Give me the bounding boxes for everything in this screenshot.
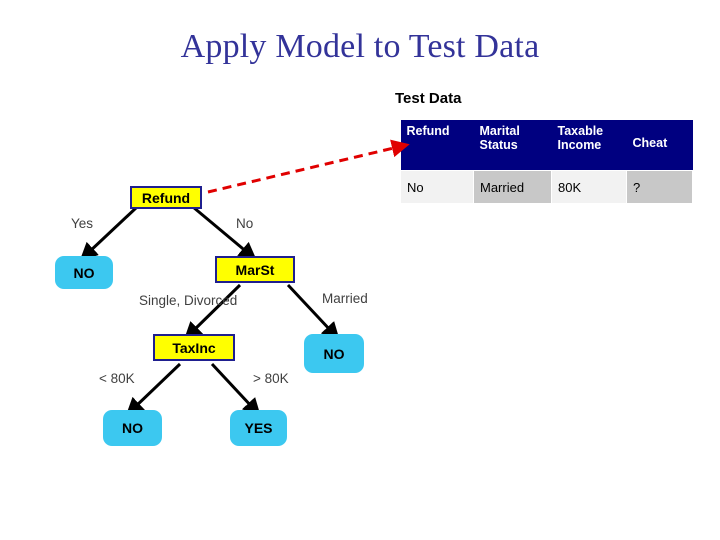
cell-marital-status: Married bbox=[473, 170, 552, 204]
cell-cheat: ? bbox=[626, 170, 693, 204]
tree-node-taxinc-label: TaxInc bbox=[172, 339, 216, 356]
edge-taxinc-lt80k bbox=[125, 362, 182, 416]
edge-label-married: Married bbox=[322, 291, 368, 306]
edge-label-yes: Yes bbox=[71, 216, 94, 231]
tree-leaf-no-refund-yes-label: NO bbox=[73, 264, 95, 281]
edge-label-single-divorced: Single, Divorced bbox=[139, 293, 238, 308]
tree-leaf-no-married-label: NO bbox=[323, 345, 345, 362]
column-header-cheat-line1: Cheat bbox=[632, 135, 668, 150]
column-header-marital-line2: Status bbox=[479, 138, 518, 153]
tree-node-taxinc[interactable]: TaxInc bbox=[153, 334, 235, 361]
edge-refund-yes bbox=[79, 205, 139, 261]
column-header-taxable-income: Taxable Income bbox=[551, 120, 627, 171]
edge-taxinc-gt80k bbox=[210, 362, 261, 417]
tree-node-refund-label: Refund bbox=[141, 189, 191, 206]
red-dashed-arrow bbox=[207, 139, 410, 194]
tree-leaf-no-lt80k[interactable]: NO bbox=[103, 410, 162, 446]
tree-leaf-no-refund-yes[interactable]: NO bbox=[55, 256, 113, 289]
tree-leaf-no-lt80k-label: NO bbox=[122, 420, 143, 436]
page-title: Apply Model to Test Data bbox=[180, 28, 540, 65]
test-data-caption: Test Data bbox=[395, 90, 462, 107]
cell-taxable-income: 80K bbox=[551, 170, 627, 204]
tree-leaf-yes-gt80k[interactable]: YES bbox=[230, 410, 287, 446]
column-header-taxable-line2: Income bbox=[557, 138, 602, 153]
column-header-marital-status: Marital Status bbox=[473, 120, 552, 171]
column-header-refund: Refund bbox=[400, 120, 474, 171]
table-header-row: Refund Marital Status Taxable Income Che… bbox=[400, 120, 693, 171]
test-data-table: Refund Marital Status Taxable Income Che… bbox=[400, 120, 693, 204]
tree-node-marst[interactable]: MarSt bbox=[215, 256, 295, 283]
tree-node-marst-label: MarSt bbox=[235, 261, 275, 278]
tree-leaf-yes-gt80k-label: YES bbox=[244, 420, 273, 436]
edge-label-gt-80k: > 80K bbox=[253, 371, 289, 386]
tree-leaf-no-married[interactable]: NO bbox=[304, 334, 364, 373]
edge-label-no: No bbox=[236, 216, 254, 231]
column-header-taxable-line1: Taxable bbox=[557, 124, 604, 138]
edge-label-lt-80k: < 80K bbox=[99, 371, 135, 386]
tree-node-refund[interactable]: Refund bbox=[130, 186, 202, 209]
cell-refund: No bbox=[400, 170, 474, 204]
table-row: No Married 80K ? bbox=[400, 170, 693, 204]
column-header-cheat: Cheat bbox=[626, 120, 693, 171]
column-header-refund-line1: Refund bbox=[406, 124, 450, 138]
column-header-marital-line1: Marital bbox=[479, 124, 520, 138]
